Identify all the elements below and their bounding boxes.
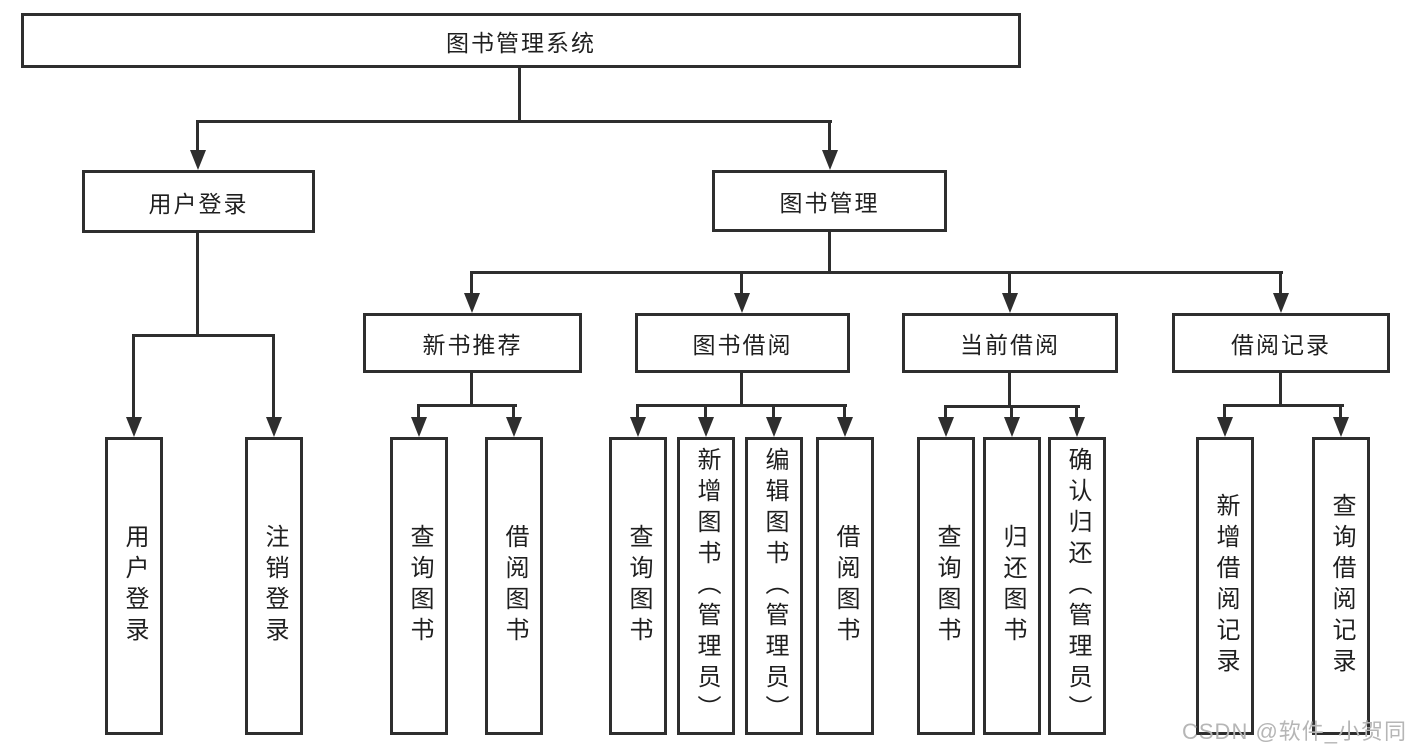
node-book-borrowing: 图书借阅 (635, 313, 850, 373)
arrowhead-down-icon (766, 417, 782, 437)
connector-line (196, 120, 832, 123)
connector-line (1279, 373, 1282, 407)
connector-line (944, 405, 947, 419)
node-library-management-system: 图书管理系统 (21, 13, 1021, 68)
leaf-user-login: 用户登录 (105, 437, 163, 735)
leaf-search-borrow-record: 查询借阅记录 (1312, 437, 1370, 735)
connector-line (196, 120, 199, 152)
connector-line (470, 271, 473, 295)
connector-line (132, 334, 275, 337)
arrowhead-down-icon (734, 293, 750, 313)
leaf-edit-books-admin: 编辑图书（管理员） (745, 437, 803, 735)
connector-line (636, 404, 639, 419)
arrowhead-down-icon (1217, 417, 1233, 437)
connector-line (772, 404, 775, 419)
connector-line (1010, 405, 1013, 419)
arrowhead-down-icon (1002, 293, 1018, 313)
leaf-add-borrow-record: 新增借阅记录 (1196, 437, 1254, 735)
leaf-borrow-books-recommend: 借阅图书 (485, 437, 543, 735)
arrowhead-down-icon (1004, 417, 1020, 437)
node-user-login: 用户登录 (82, 170, 315, 233)
connector-line (636, 404, 847, 407)
leaf-borrow-books: 借阅图书 (816, 437, 874, 735)
connector-line (417, 404, 420, 419)
node-borrowing-records: 借阅记录 (1172, 313, 1390, 373)
connector-line (828, 120, 831, 152)
connector-line (132, 334, 135, 419)
leaf-search-books-borrowing: 查询图书 (609, 437, 667, 735)
connector-line (196, 233, 199, 336)
connector-line (828, 232, 831, 274)
connector-line (272, 334, 275, 419)
arrowhead-down-icon (266, 417, 282, 437)
leaf-add-books-admin: 新增图书（管理员） (677, 437, 735, 735)
connector-line (1008, 373, 1011, 408)
arrowhead-down-icon (1273, 293, 1289, 313)
connector-line (1075, 405, 1078, 419)
arrowhead-down-icon (506, 417, 522, 437)
arrowhead-down-icon (126, 417, 142, 437)
connector-line (740, 271, 743, 295)
arrowhead-down-icon (1333, 417, 1349, 437)
connector-line (843, 404, 846, 419)
arrowhead-down-icon (938, 417, 954, 437)
arrowhead-down-icon (630, 417, 646, 437)
arrowhead-down-icon (837, 417, 853, 437)
connector-line (470, 373, 473, 407)
connector-line (1223, 404, 1226, 419)
connector-line (740, 373, 743, 407)
node-book-management: 图书管理 (712, 170, 947, 232)
arrowhead-down-icon (411, 417, 427, 437)
leaf-search-books-current: 查询图书 (917, 437, 975, 735)
connector-line (1279, 271, 1282, 295)
connector-line (417, 404, 517, 407)
arrowhead-down-icon (822, 150, 838, 170)
connector-line (1339, 404, 1342, 419)
node-new-book-recommendation: 新书推荐 (363, 313, 582, 373)
csdn-watermark: CSDN @软件_小贺同学 (1182, 719, 1405, 744)
arrowhead-down-icon (698, 417, 714, 437)
node-current-borrowing: 当前借阅 (902, 313, 1118, 373)
leaf-logout: 注销登录 (245, 437, 303, 735)
connector-line (512, 404, 515, 419)
leaf-return-books: 归还图书 (983, 437, 1041, 735)
connector-line (704, 404, 707, 419)
connector-line (470, 271, 1283, 274)
arrowhead-down-icon (190, 150, 206, 170)
leaf-confirm-return-admin: 确认归还（管理员） (1048, 437, 1106, 735)
connector-line (1223, 404, 1344, 407)
connector-line (1008, 271, 1011, 295)
arrowhead-down-icon (464, 293, 480, 313)
leaf-search-books-recommend: 查询图书 (390, 437, 448, 735)
arrowhead-down-icon (1069, 417, 1085, 437)
connector-line (518, 68, 521, 122)
